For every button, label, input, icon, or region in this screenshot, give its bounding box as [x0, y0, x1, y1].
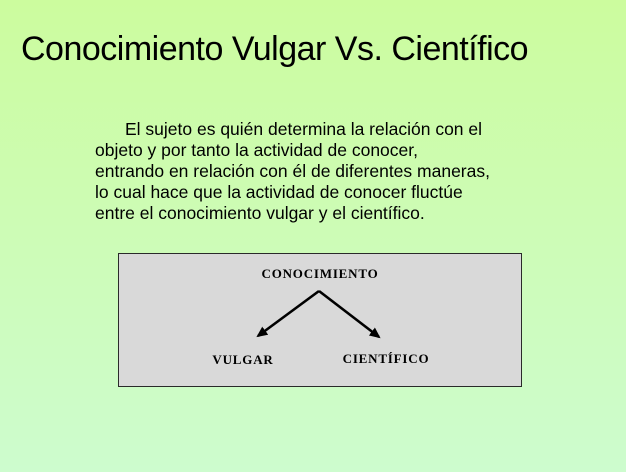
- slide-title: Conocimiento Vulgar Vs. Científico: [21, 30, 529, 68]
- diagram-node-conocimiento: CONOCIMIENTO: [261, 266, 379, 281]
- diagram-node-vulgar: VULGAR: [212, 352, 274, 367]
- diagram-arrows: [256, 289, 381, 339]
- diagram-node-cientifico: CIENTÍFICO: [342, 351, 430, 366]
- diagram-box: CONOCIMIENTO VULGAR CIENTÍFICO: [118, 253, 522, 387]
- body-paragraph: El sujeto es quién determina la relación…: [95, 119, 490, 223]
- arrow-to-vulgar: [256, 289, 320, 338]
- arrow-to-cientifico: [318, 289, 381, 339]
